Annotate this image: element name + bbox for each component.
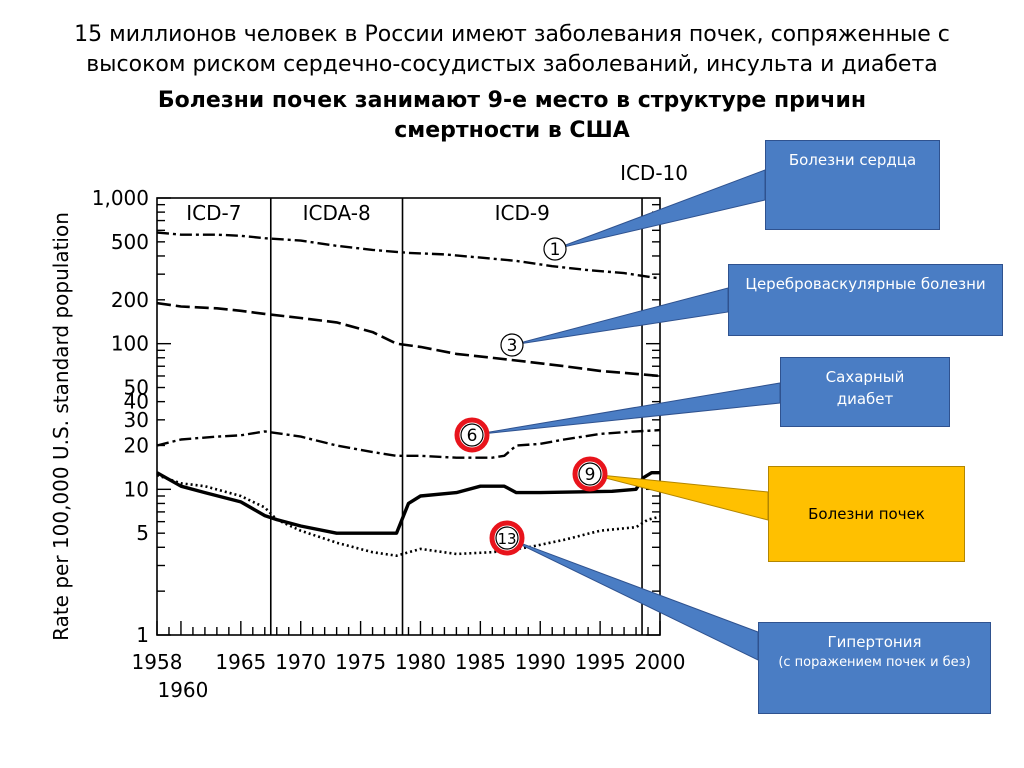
- series-line-6: [156, 428, 661, 459]
- x-tick-label: 1970: [275, 650, 326, 674]
- icd-period-label: ICD-7: [186, 201, 241, 225]
- x-tick-label: 2000: [635, 650, 686, 674]
- y-tick-label: 1: [136, 623, 149, 647]
- series-marker-label-1: 1: [550, 240, 561, 260]
- callout-hypertension: Гипертония (с поражением почек и без): [758, 622, 991, 714]
- heading-line-1: 15 миллионов человек в России имеют забо…: [74, 22, 950, 47]
- y-tick-label: 500: [111, 230, 149, 254]
- series-marker-label-6: 6: [467, 426, 478, 446]
- x-tick-label: 1985: [455, 650, 506, 674]
- series-marker-label-3: 3: [507, 336, 518, 356]
- x-tick-label-1960: 1960: [157, 678, 208, 702]
- series-marker-label-9: 9: [585, 465, 596, 485]
- series-marker-circle-9: [578, 462, 602, 486]
- series-marker-circle-6: [460, 423, 484, 447]
- y-tick-label: 40: [124, 390, 149, 414]
- callout-hypertension-label: Гипертония: [827, 633, 922, 651]
- y-tick-label: 100: [111, 332, 149, 356]
- series-line-1: [156, 231, 661, 280]
- y-tick-label: 20: [124, 433, 149, 457]
- x-tick-label: 1980: [395, 650, 446, 674]
- icd-period-label: ICDA-8: [303, 201, 371, 225]
- x-tick-label: 1965: [215, 650, 266, 674]
- callout-cerebrovascular: Цереброваскулярные болезни: [728, 264, 1003, 336]
- callout-pointer-13: [506, 537, 759, 661]
- series-marker-circle-13: [495, 526, 519, 550]
- series-marker-circle-1: [543, 237, 567, 261]
- y-axis-label: Rate per 100,000 U.S. standard populatio…: [49, 212, 73, 641]
- x-tick-label: 1975: [335, 650, 386, 674]
- page-heading: 15 миллионов человек в России имеют забо…: [0, 20, 1024, 80]
- y-tick-label: 5: [136, 521, 149, 545]
- callout-pointer-9: [589, 473, 769, 521]
- title-line-1: Болезни почек занимают 9-е место в струк…: [157, 88, 867, 113]
- series-line-13: [156, 473, 661, 558]
- callout-heart-label: Болезни сердца: [788, 151, 917, 169]
- callout-pointer-3: [511, 287, 729, 346]
- heading-line-2: высоком риском сердечно-сосудистых забол…: [86, 52, 938, 77]
- icd-period-label: ICD-10: [620, 161, 688, 185]
- page-title: Болезни почек занимают 9-е место в струк…: [0, 86, 1024, 146]
- x-tick-label: 1990: [515, 650, 566, 674]
- y-tick-label: 1,000: [92, 186, 149, 210]
- callout-pointer-6: [471, 382, 781, 436]
- callout-hypertension-sub: (с поражением почек и без): [778, 655, 971, 670]
- y-tick-label: 10: [124, 477, 149, 501]
- title-line-2: смертности в США: [394, 118, 630, 143]
- y-tick-label: 30: [124, 408, 149, 432]
- x-tick-label: 1995: [575, 650, 626, 674]
- callout-diabetes: Сахарный диабет: [780, 357, 950, 427]
- y-tick-label: 50: [124, 376, 149, 400]
- callout-kidney-disease: Болезни почек: [768, 466, 965, 562]
- series-line-9: [156, 471, 660, 535]
- y-tick-label: 200: [111, 288, 149, 312]
- series-line-3: [156, 301, 661, 378]
- series-marker-circle-3: [500, 333, 524, 357]
- series-marker-label-13: 13: [497, 530, 516, 548]
- callout-diabetes-label: Сахарный диабет: [825, 368, 905, 408]
- icd-period-label: ICD-9: [495, 201, 550, 225]
- x-tick-label: 1958: [132, 650, 183, 674]
- callout-kidney-label: Болезни почек: [808, 505, 925, 523]
- callout-cerebro-label: Цереброваскулярные болезни: [745, 275, 986, 293]
- callout-heart-disease: Болезни сердца: [765, 140, 940, 230]
